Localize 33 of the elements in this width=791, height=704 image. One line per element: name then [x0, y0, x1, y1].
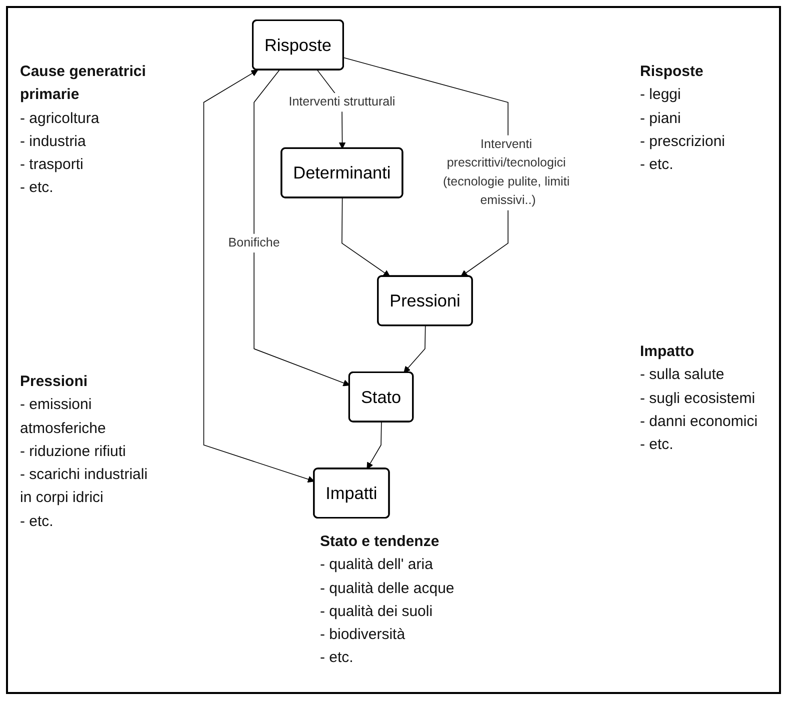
list-item: - etc.	[20, 178, 54, 198]
list-item: - trasporti	[20, 155, 84, 175]
list-item: - leggi	[640, 85, 682, 106]
edge-label: Bonifiche	[228, 236, 280, 250]
list-heading: Pressioni	[20, 372, 89, 392]
list-item: - etc.	[640, 155, 674, 175]
list-heading: Cause generatrici primarie	[20, 62, 147, 106]
list-item: - qualità dell' aria	[320, 555, 434, 576]
list-item: - riduzione rifiuti	[20, 442, 127, 462]
arrow	[342, 197, 390, 277]
list-item: - etc.	[320, 648, 354, 668]
edge-label: Interventi strutturali	[288, 95, 396, 109]
list-item: - piani	[640, 108, 682, 128]
list-item: - industria	[20, 132, 87, 152]
list-heading: Stato e tendenze	[320, 532, 440, 552]
arrow	[404, 325, 426, 373]
list-item: - qualità dei suoli	[320, 602, 434, 622]
list-item: - danni economici	[640, 412, 759, 432]
list-item: - etc.	[20, 512, 54, 532]
list-item: - sulla salute	[640, 365, 726, 386]
list-heading: Risposte	[640, 62, 704, 82]
list-heading: Impatto	[640, 342, 696, 362]
list-item: - emissioni atmosferiche	[20, 395, 107, 438]
list-item: - agricoltura	[20, 108, 100, 128]
arrow	[366, 422, 382, 470]
list-item: - etc.	[640, 435, 674, 455]
arrow	[203, 70, 315, 483]
list-item: - qualità delle acque	[320, 578, 456, 598]
edge-label: Interventi prescrittivi/tecnologici (tecnologie pulite, limiti emissivi..)	[442, 138, 570, 208]
list-item: - sugli ecosistemi	[640, 388, 756, 408]
list-item: - biodiversità	[320, 625, 406, 645]
list-item: - prescrizioni	[640, 132, 726, 152]
list-item: - scarichi industriali in corpi idrici	[20, 465, 149, 508]
